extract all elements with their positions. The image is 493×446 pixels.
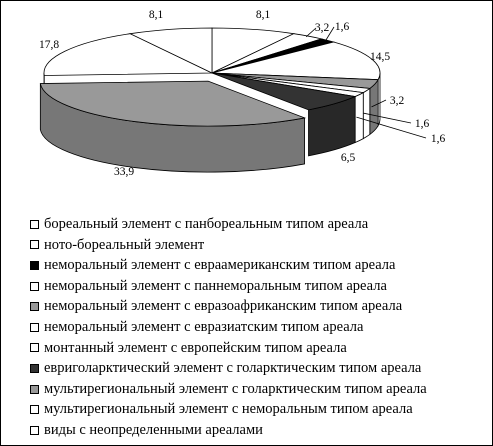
data-label-2: 3,2: [315, 22, 330, 34]
legend-swatch: [30, 281, 39, 291]
legend-item: неморальный элемент с паннеморальным тип…: [30, 276, 427, 297]
legend: бореальный элемент с панбореальным типом…: [30, 214, 427, 441]
data-label-1: 8,1: [256, 9, 271, 21]
legend-swatch: [30, 405, 39, 415]
legend-item: мультирегиональный элемент с неморальным…: [30, 399, 427, 420]
legend-label: неморальный элемент с евраамериканским т…: [44, 257, 396, 274]
legend-swatch: [30, 343, 39, 353]
legend-swatch: [30, 322, 39, 332]
legend-swatch: [30, 302, 39, 312]
legend-label: неморальный элемент с паннеморальным тип…: [44, 277, 387, 294]
pie-slice-11: [128, 27, 213, 74]
data-label-10: 17,8: [39, 39, 59, 51]
legend-swatch: [30, 240, 39, 250]
leader-line-5: [371, 99, 387, 108]
legend-item: мультирегиональный элемент с голарктичес…: [30, 379, 427, 400]
legend-label: монтанный элемент с европейским типом ар…: [44, 339, 347, 356]
legend-item: ното-бореальный элемент: [30, 235, 427, 256]
data-label-3: 1,6: [335, 21, 350, 33]
legend-item: бореальный элемент с панбореальным типом…: [30, 214, 427, 235]
pie-side-7: [354, 91, 364, 144]
legend-item: виды с неопределенными ареалами: [30, 420, 427, 441]
data-label-8: 6,5: [341, 152, 356, 164]
legend-label: мультирегиональный элемент с неморальным…: [44, 401, 413, 418]
data-label-11: 8,1: [149, 9, 164, 21]
legend-swatch: [30, 219, 39, 229]
pie-slice-9: [39, 80, 307, 127]
legend-label: евриголарктический элемент с голарктичес…: [44, 360, 422, 377]
legend-swatch: [30, 363, 39, 373]
data-label-6: 1,6: [415, 118, 430, 130]
legend-label: мультирегиональный элемент с голарктичес…: [44, 380, 427, 397]
data-label-4: 14,5: [370, 51, 390, 63]
legend-item: евриголарктический элемент с голарктичес…: [30, 358, 427, 379]
data-label-7: 1,6: [431, 133, 446, 145]
legend-item: неморальный элемент с евразоафриканским …: [30, 296, 427, 317]
data-label-9: 33,9: [114, 166, 134, 178]
legend-label: бореальный элемент с панбореальным типом…: [44, 216, 369, 232]
legend-item: неморальный элемент с евраамериканским т…: [30, 255, 427, 276]
legend-item: монтанный элемент с европейским типом ар…: [30, 338, 427, 359]
legend-item: неморальный элемент с евразиатским типом…: [30, 317, 427, 338]
legend-label: виды с неопределенными ареалами: [44, 421, 263, 438]
legend-label: неморальный элемент с евразоафриканским …: [44, 298, 403, 315]
leader-line-3: [325, 26, 335, 42]
leader-line-6: [363, 112, 412, 124]
leader-line-2: [305, 27, 317, 38]
legend-swatch: [30, 384, 39, 394]
legend-label: неморальный элемент с евразиатским типом…: [44, 318, 364, 335]
pie-slice-8: [211, 72, 357, 111]
legend-swatch: [30, 260, 39, 270]
data-label-5: 3,2: [390, 95, 405, 107]
leader-line-7: [356, 116, 427, 139]
legend-label: ното-бореальный элемент: [44, 236, 205, 253]
legend-swatch: [30, 425, 39, 435]
pie-slice-4: [211, 41, 381, 81]
pie-slice-10: [43, 33, 213, 76]
